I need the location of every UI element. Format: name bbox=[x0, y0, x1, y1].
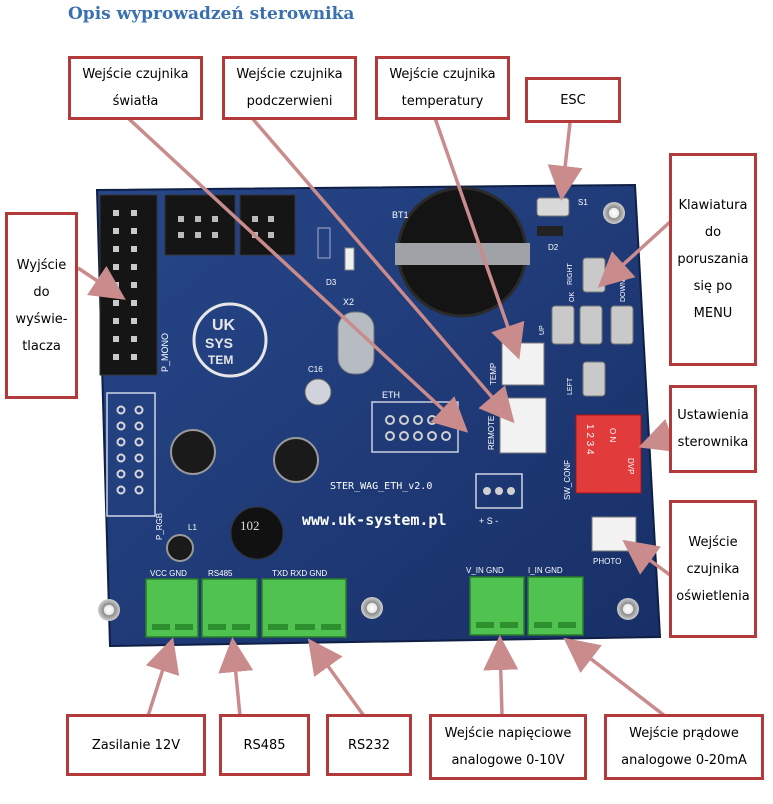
board-url: www.uk-system.pl bbox=[302, 511, 447, 529]
board-model: STER_WAG_ETH_v2.0 bbox=[330, 481, 432, 492]
callout-keyboard: Klawiatura do poruszania się po MENU bbox=[669, 153, 757, 366]
callout-light-sensor: Wejście czujnika światła bbox=[68, 56, 203, 120]
dip-on-label: O N bbox=[608, 428, 617, 442]
inductor-102 bbox=[230, 506, 284, 560]
x2-label: X2 bbox=[343, 297, 354, 307]
sw-conf-label: SW_CONF bbox=[563, 460, 572, 500]
btn-right-label: RIGHT bbox=[567, 263, 574, 286]
callout-voltage-input: Wejście napięciowe analogowe 0-10V bbox=[429, 714, 587, 780]
sensor-header-left bbox=[164, 194, 236, 256]
terminal-label-vcc: VCC GND bbox=[150, 569, 187, 578]
callout-esc: ESC bbox=[525, 77, 621, 123]
callout-illumination-sensor: Wejście czujnika oświetlenia bbox=[669, 500, 757, 638]
btn-up bbox=[551, 305, 575, 345]
d2-led bbox=[537, 226, 563, 236]
s1-label: S1 bbox=[578, 198, 588, 207]
eth-label: ETH bbox=[382, 390, 400, 400]
p-mono-label: P_MONO bbox=[160, 333, 170, 372]
btn-ok-label: OK bbox=[569, 292, 576, 302]
esc-button bbox=[536, 197, 570, 217]
c16-label: C16 bbox=[308, 365, 323, 374]
bt1-label: BT1 bbox=[392, 210, 409, 220]
callout-power: Zasilanie 12V bbox=[66, 714, 206, 776]
terminal-label-vin: V_IN GND bbox=[466, 566, 504, 575]
capacitor-c16 bbox=[304, 378, 332, 406]
mounting-hole bbox=[617, 598, 639, 620]
mounting-hole bbox=[361, 597, 383, 619]
callout-settings: Ustawienia sterownika bbox=[669, 385, 757, 473]
terminal-label-rs485: RS485 bbox=[208, 569, 233, 578]
terminal-label-iin: I_IN GND bbox=[528, 566, 563, 575]
capacitor-2 bbox=[273, 437, 319, 483]
l1-label: L1 bbox=[188, 523, 197, 532]
callout-temp-sensor: Wejście czujnika temperatury bbox=[375, 56, 510, 120]
btn-down-label: DOWN bbox=[620, 280, 627, 302]
mounting-hole bbox=[603, 202, 625, 224]
capacitor-3 bbox=[166, 534, 194, 562]
dip-switch bbox=[575, 414, 642, 494]
logo-line-1: UK bbox=[212, 317, 236, 334]
dip-numbers: 1 2 3 4 bbox=[584, 424, 595, 455]
callout-rs232: RS232 bbox=[326, 714, 412, 776]
temp-connector bbox=[501, 342, 545, 386]
btn-left-label: LEFT bbox=[567, 377, 574, 395]
remote-label: REMOTE bbox=[487, 416, 496, 450]
drf-pin-labels: + S - bbox=[479, 516, 498, 526]
callout-ir-sensor: Wejście czujnika podczerwieni bbox=[222, 56, 357, 120]
d3-led bbox=[344, 247, 355, 271]
crystal-x2 bbox=[337, 311, 375, 375]
logo-line-2: SYS bbox=[205, 335, 233, 351]
sensor-header-right bbox=[239, 194, 296, 256]
dvp-label: DVP bbox=[626, 458, 635, 474]
p-rgb-label: P_RGB bbox=[155, 513, 164, 540]
btn-down bbox=[610, 305, 634, 345]
p-mono-header bbox=[99, 194, 158, 376]
d3-label: D3 bbox=[326, 278, 337, 287]
page-title: Opis wyprowadzeń sterownika bbox=[68, 4, 355, 24]
terminal-label-rs232: TXD RXD GND bbox=[272, 569, 327, 578]
callout-current-input: Wejście prądowe analogowe 0-20mA bbox=[604, 714, 764, 780]
battery-clip bbox=[395, 243, 530, 265]
drf-header bbox=[475, 473, 523, 509]
mounting-hole bbox=[98, 599, 120, 621]
remote-connector bbox=[499, 397, 547, 454]
temp-label: TEMP bbox=[489, 363, 498, 385]
photo-connector bbox=[591, 516, 637, 552]
btn-up-label: UP bbox=[539, 325, 546, 335]
btn-left bbox=[582, 361, 606, 397]
btn-right bbox=[582, 257, 606, 293]
btn-ok bbox=[579, 305, 603, 345]
callout-display-output: Wyjście do wyświe- tlacza bbox=[5, 212, 78, 399]
photo-label: PHOTO bbox=[593, 557, 621, 566]
d2-label: D2 bbox=[548, 243, 559, 252]
callout-rs485: RS485 bbox=[219, 714, 310, 776]
logo-line-3: TEM bbox=[208, 353, 233, 367]
inductor-label: 102 bbox=[240, 518, 260, 533]
capacitor-1 bbox=[170, 429, 216, 475]
